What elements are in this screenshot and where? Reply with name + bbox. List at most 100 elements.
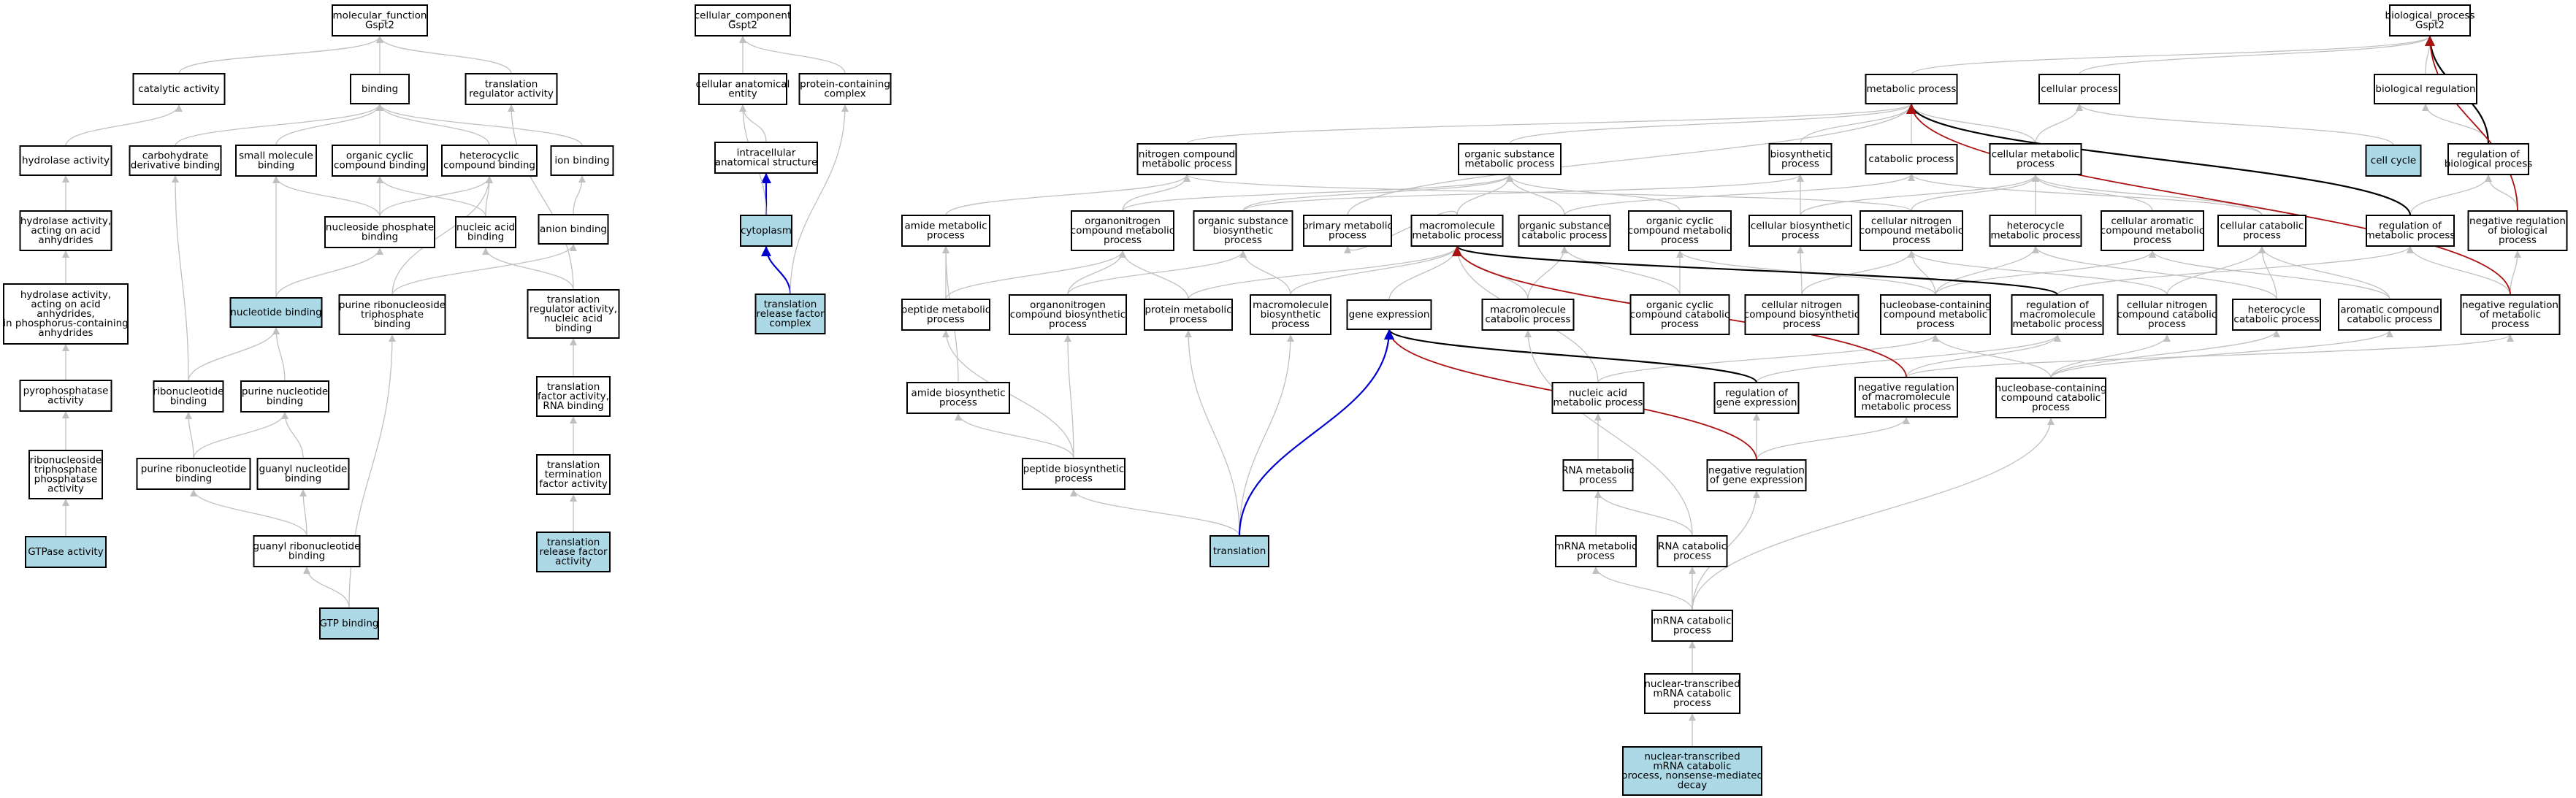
go-term-cellcycle[interactable]: cell cycle	[2365, 145, 2422, 177]
edge-is_a-oscp-to-catab	[1564, 173, 1915, 216]
go-term-gtp[interactable]: GTP binding	[319, 607, 379, 640]
go-term-hyd_acid[interactable]: hydrolase activity,acting on acidanhydri…	[19, 210, 112, 251]
go-term-cytoplasm[interactable]: cytoplasm	[740, 215, 792, 247]
go-term-box-ias	[714, 142, 818, 174]
go-term-label-orgN_cbp-line-2: process	[1049, 318, 1087, 330]
go-term-box-orgN_cbp	[1009, 294, 1127, 335]
go-term-translation[interactable]: translation	[1209, 535, 1269, 567]
go-term-ion_bind[interactable]: ion binding	[550, 145, 614, 176]
go-term-box-tra_reg_rna	[527, 289, 620, 339]
go-term-nucleotide_b[interactable]: nucleotide binding	[229, 297, 323, 328]
go-term-binding[interactable]: binding	[350, 74, 410, 104]
go-term-hyd_phos[interactable]: hydrolase activity,acting on acidanhydri…	[3, 283, 129, 345]
go-term-hydrolase[interactable]: hydrolase activity	[19, 145, 112, 176]
edge-is_a-macro_bp-to-macro_mp	[1290, 245, 1461, 296]
go-term-catalytic[interactable]: catalytic activity	[132, 73, 226, 105]
go-term-gene_exp[interactable]: gene expression	[1346, 299, 1432, 330]
go-term-gtpase[interactable]: GTPase activity	[25, 536, 107, 568]
go-term-catab[interactable]: catabolic process	[1865, 144, 1958, 174]
go-term-label-purine_rnt-line-0: purine ribonucleotide	[141, 464, 246, 475]
go-term-box-cytoplasm	[740, 215, 792, 247]
go-term-cellular_p[interactable]: cellular process	[2038, 74, 2120, 104]
go-term-bio_reg[interactable]: biological regulation	[2374, 74, 2477, 104]
go-term-metabolic[interactable]: metabolic process	[1865, 74, 1958, 104]
go-term-box-cacmp	[2101, 210, 2204, 251]
go-term-label-catab-line-0: catabolic process	[1868, 153, 1954, 165]
go-term-anion[interactable]: anion binding	[538, 214, 609, 245]
edge-is_a-nucacid_mp-to-nbcmp	[1597, 334, 1939, 383]
go-term-rntp_ase[interactable]: ribonucleosidetriphosphatephosphataseact…	[28, 450, 103, 499]
